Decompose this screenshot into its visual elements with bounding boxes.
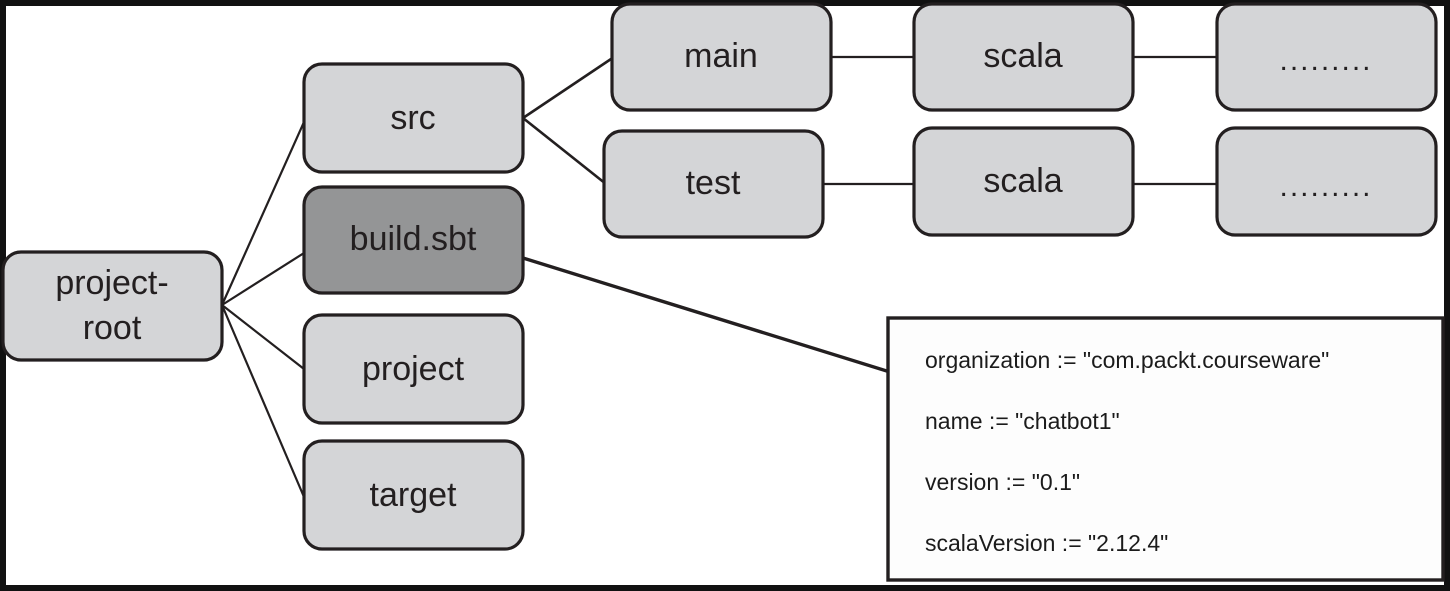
edge-build-sbt-to-code-panel [522, 256, 891, 374]
node-scala-main-label: scala [983, 37, 1062, 75]
node-scala-main-box[interactable] [912, 2, 1135, 112]
node-target[interactable]: target [302, 439, 525, 551]
node-src-label: src [390, 99, 435, 137]
node-build-sbt[interactable]: build.sbt [302, 185, 525, 295]
node-project-root[interactable]: project- root [1, 250, 224, 362]
node-project-root-box[interactable] [1, 250, 224, 362]
edge-src-to-test [522, 116, 607, 186]
code-panel: organization := "com.packt.courseware" n… [886, 316, 1445, 582]
node-scala-test[interactable]: scala [912, 126, 1135, 237]
node-src[interactable]: src [302, 62, 525, 174]
node-scala-main[interactable]: scala [912, 2, 1135, 112]
node-test[interactable]: test [602, 129, 825, 239]
node-scala-test-box[interactable] [912, 126, 1135, 237]
node-main-box[interactable] [610, 2, 833, 112]
code-line-version: version := "0.1" [925, 469, 1080, 495]
node-build-sbt-box[interactable] [302, 185, 525, 295]
code-line-organization: organization := "com.packt.courseware" [925, 347, 1329, 373]
node-ellipsis-main-box[interactable] [1215, 2, 1438, 112]
code-panel-box [886, 316, 1445, 582]
node-project-label: project [362, 350, 465, 388]
node-ellipsis-main[interactable]: ......... [1215, 2, 1438, 112]
node-main-label: main [684, 37, 758, 75]
node-build-sbt-label: build.sbt [350, 220, 477, 258]
node-main[interactable]: main [610, 2, 833, 112]
node-project-root-label-line2: root [83, 309, 142, 347]
node-project-root-label-line1: project- [55, 264, 168, 302]
edge-src-to-main [522, 55, 615, 120]
edge-root-to-target [220, 304, 306, 498]
node-test-label: test [686, 164, 741, 202]
node-scala-test-label: scala [983, 162, 1062, 200]
edge-root-to-project [221, 304, 305, 370]
edge-group [220, 55, 1219, 498]
code-line-scala-version: scalaVersion := "2.12.4" [925, 530, 1168, 556]
node-project[interactable]: project [302, 313, 525, 425]
node-ellipsis-test[interactable]: ......... [1215, 126, 1438, 237]
node-ellipsis-test-box[interactable] [1215, 126, 1438, 237]
node-project-box[interactable] [302, 313, 525, 425]
edge-root-to-build-sbt [221, 252, 305, 306]
node-ellipsis-main-label: ......... [1279, 44, 1372, 77]
node-target-label: target [370, 476, 457, 514]
node-src-box[interactable] [302, 62, 525, 174]
node-test-box[interactable] [602, 129, 825, 239]
node-target-box[interactable] [302, 439, 525, 551]
edge-root-to-src [220, 121, 306, 306]
code-line-name: name := "chatbot1" [925, 408, 1120, 434]
node-ellipsis-test-label: ......... [1279, 170, 1372, 203]
